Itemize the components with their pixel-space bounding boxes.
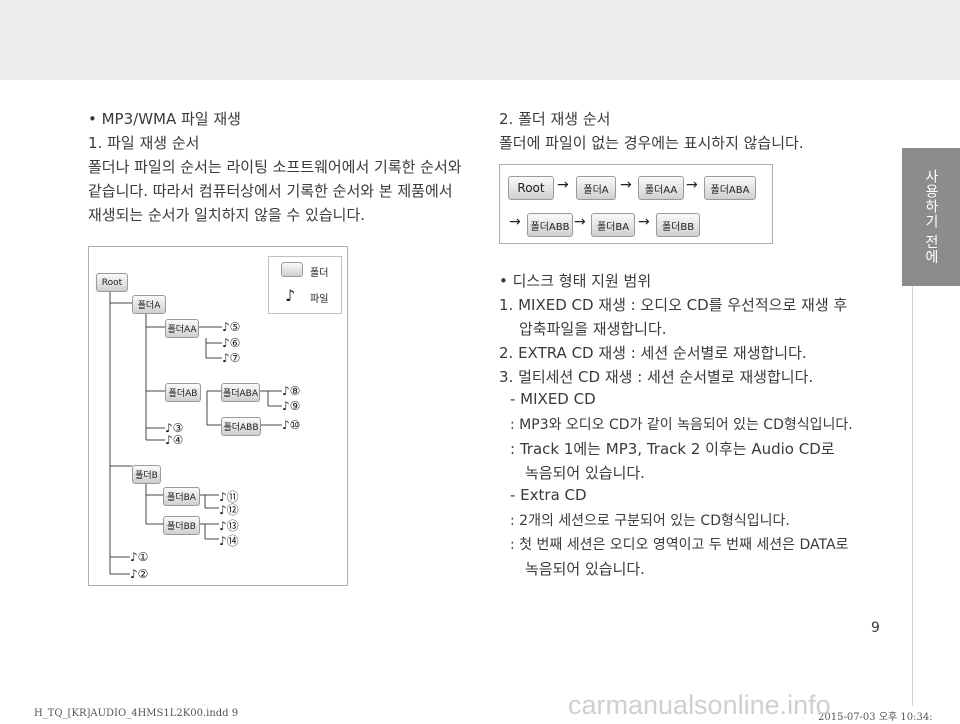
extra-desc-1: : 2개의 세션으로 구분되어 있는 CD형식입니다. bbox=[510, 513, 790, 529]
legend-file-label: 파일 bbox=[310, 294, 329, 305]
left-para-line-3: 재생되는 순서가 일치하지 않을 수 있습니다. bbox=[88, 206, 366, 224]
folder-aba: 폴더ABA bbox=[221, 383, 260, 402]
legend-folder-icon bbox=[281, 262, 303, 277]
right-heading: 2. 폴더 재생 순서 bbox=[499, 110, 611, 128]
folder-ba: 폴더BA bbox=[163, 487, 200, 506]
margin-rule bbox=[912, 286, 913, 706]
file-9: ♪⑨ bbox=[282, 399, 301, 413]
section-tab: 사용하기 전에 bbox=[902, 148, 960, 286]
legend-folder-label: 폴더 bbox=[310, 268, 329, 279]
order-folder-aba: 폴더ABA bbox=[704, 176, 756, 200]
folder-ab: 폴더AB bbox=[165, 383, 201, 402]
file-5: ♪⑤ bbox=[222, 320, 241, 334]
item3: 3. 멀티세션 CD 재생 : 세션 순서별로 재생합니다. bbox=[499, 368, 814, 386]
legend-box bbox=[268, 256, 342, 314]
folder-b: 폴더B bbox=[132, 465, 161, 484]
mixed-desc-2b: 녹음되어 있습니다. bbox=[525, 464, 645, 482]
extra-desc-2b: 녹음되어 있습니다. bbox=[525, 560, 645, 578]
mp3-bullet: • MP3/WMA 파일 재생 bbox=[88, 110, 241, 128]
folder-aa: 폴더AA bbox=[165, 319, 199, 338]
item1-line2: 압축파일을 재생합니다. bbox=[519, 320, 667, 338]
left-para-line-2: 같습니다. 따라서 컴퓨터상에서 기록한 순서와 본 제품에서 bbox=[88, 182, 453, 200]
arrow-5: → bbox=[574, 214, 586, 230]
arrow-6: → bbox=[638, 214, 650, 230]
folder-bb: 폴더BB bbox=[163, 516, 200, 535]
file-7: ♪⑦ bbox=[222, 351, 241, 365]
page-number: 9 bbox=[871, 620, 880, 636]
folder-root: Root bbox=[96, 273, 128, 292]
mixed-desc-2a: : Track 1에는 MP3, Track 2 이후는 Audio CD로 bbox=[510, 440, 835, 458]
file-4: ♪④ bbox=[165, 433, 184, 447]
top-band bbox=[0, 0, 960, 80]
left-para-line-1: 폴더나 파일의 순서는 라이팅 소프트웨어에서 기록한 순서와 bbox=[88, 158, 462, 176]
file-12: ♪⑫ bbox=[219, 503, 239, 517]
file-11: ♪⑪ bbox=[219, 490, 239, 504]
file-10: ♪⑩ bbox=[282, 418, 301, 432]
mixed-title: - MIXED CD bbox=[510, 390, 596, 408]
folder-a: 폴더A bbox=[132, 295, 166, 314]
file-3: ♪③ bbox=[165, 421, 184, 435]
folder-abb: 폴더ABB bbox=[221, 417, 261, 436]
section-tab-label: 사용하기 전에 bbox=[923, 169, 939, 265]
order-folder-bb: 폴더BB bbox=[656, 213, 700, 237]
order-folder-ba: 폴더BA bbox=[591, 213, 635, 237]
extra-desc-2a: : 첫 번째 세션은 오디오 영역이고 두 번째 세션은 DATA로 bbox=[510, 537, 849, 553]
mixed-desc-1: : MP3와 오디오 CD가 같이 녹음되어 있는 CD형식입니다. bbox=[510, 417, 853, 433]
file-6: ♪⑥ bbox=[222, 336, 241, 350]
arrow-3: → bbox=[686, 177, 698, 193]
watermark: carmanualsonline.info bbox=[568, 690, 831, 720]
file-14: ♪⑭ bbox=[219, 534, 239, 548]
order-folder-aa: 폴더AA bbox=[638, 176, 684, 200]
file-2: ♪② bbox=[130, 567, 149, 581]
left-heading: 1. 파일 재생 순서 bbox=[88, 134, 200, 152]
file-1: ♪① bbox=[130, 550, 149, 564]
arrow-1: → bbox=[557, 177, 569, 193]
legend-file-icon: ♪ bbox=[285, 286, 296, 305]
arrow-4: → bbox=[509, 214, 521, 230]
file-13: ♪⑬ bbox=[219, 519, 239, 533]
order-folder-abb: 폴더ABB bbox=[527, 213, 573, 237]
right-para: 폴더에 파일이 없는 경우에는 표시하지 않습니다. bbox=[499, 134, 804, 152]
item2: 2. EXTRA CD 재생 : 세션 순서별로 재생합니다. bbox=[499, 344, 807, 362]
disc-bullet: • 디스크 형태 지원 범위 bbox=[499, 272, 652, 290]
file-8: ♪⑧ bbox=[282, 384, 301, 398]
order-folder-a: 폴더A bbox=[576, 176, 616, 200]
footer-file: H_TQ_[KR]AUDIO_4HMS1L2K00.indd 9 bbox=[34, 708, 239, 719]
extra-title: - Extra CD bbox=[510, 486, 587, 504]
footer-timestamp: 2015-07-03 오후 10:34: bbox=[818, 712, 933, 723]
item1-line1: 1. MIXED CD 재생 : 오디오 CD를 우선적으로 재생 후 bbox=[499, 296, 848, 314]
order-root: Root bbox=[508, 176, 554, 200]
arrow-2: → bbox=[620, 177, 632, 193]
